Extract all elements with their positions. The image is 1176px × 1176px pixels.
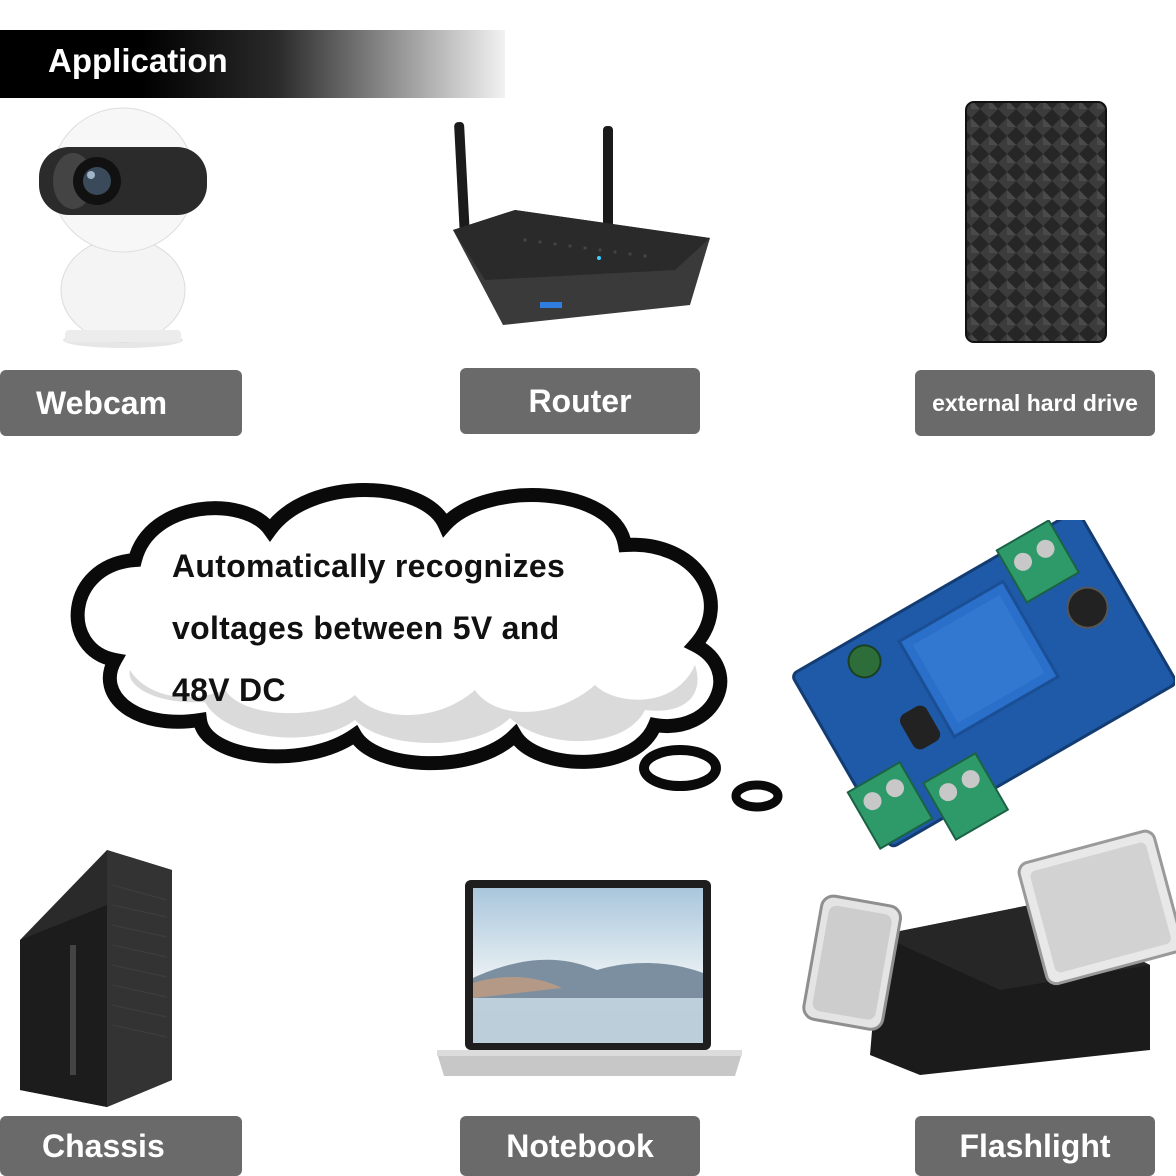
label-flashlight: Flashlight xyxy=(915,1116,1155,1176)
label-webcam: Webcam xyxy=(0,370,242,436)
label-router: Router xyxy=(460,368,700,434)
section-title: Application xyxy=(48,42,228,79)
label-chassis: Chassis xyxy=(0,1116,242,1176)
callout-text: Automatically recognizes voltages betwee… xyxy=(172,548,566,708)
emergency-light-icon xyxy=(802,829,1176,1075)
label-external-hard-drive: external hard drive xyxy=(915,370,1155,436)
pc-tower-icon xyxy=(20,850,172,1107)
header-bar: Application xyxy=(0,30,505,98)
thought-cloud xyxy=(70,483,783,812)
relay-module-icon xyxy=(792,520,1175,850)
laptop-icon xyxy=(437,880,742,1076)
router-icon xyxy=(453,122,710,325)
label-notebook: Notebook xyxy=(460,1116,700,1176)
hard-drive-icon xyxy=(965,101,1107,343)
webcam-icon xyxy=(39,107,207,348)
